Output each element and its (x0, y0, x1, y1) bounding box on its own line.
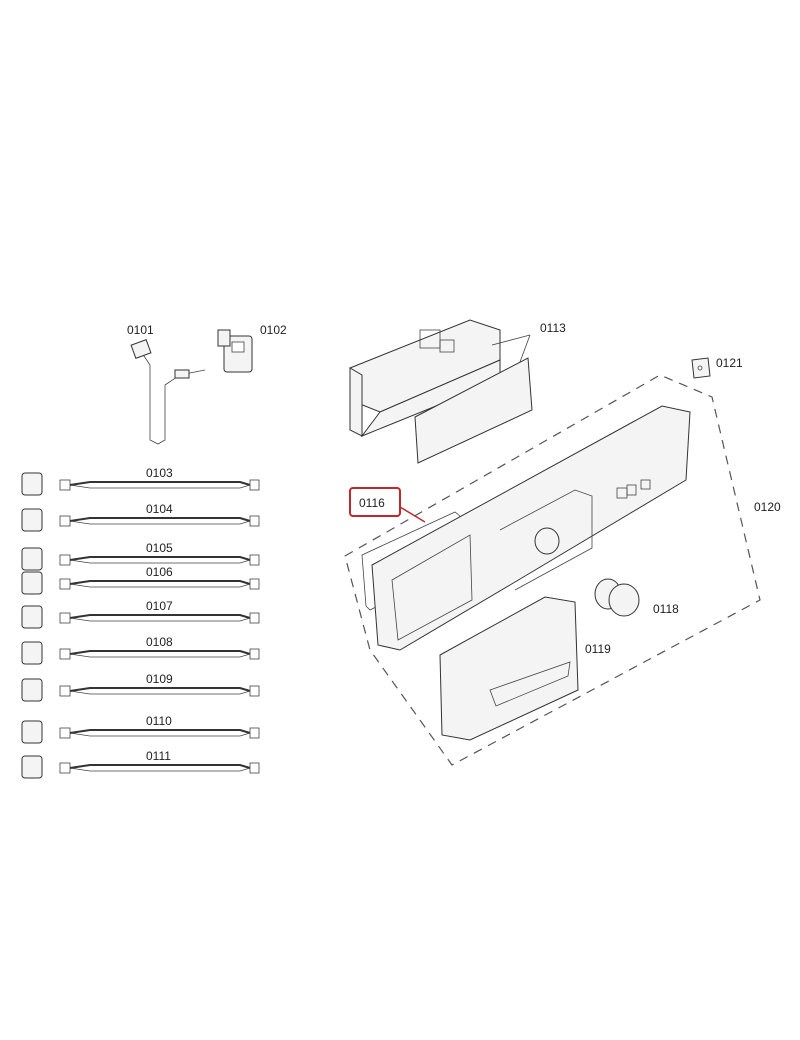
wire-harness-0111[interactable] (69, 764, 251, 769)
wire-strand-0106 (69, 583, 251, 588)
wire-harness-0105[interactable] (69, 556, 251, 561)
wire-harness-0107[interactable] (69, 614, 251, 619)
wire-strand-0103 (69, 484, 251, 489)
part-label-0103: 0103 (146, 466, 173, 480)
wire-harness-0106[interactable] (69, 580, 251, 585)
bracket-part[interactable] (691, 357, 711, 379)
part-label-0116: 0116 (359, 496, 385, 510)
connector-right-0104 (249, 515, 260, 527)
part-label-0106: 0106 (146, 565, 173, 579)
control-module-part[interactable] (349, 319, 533, 464)
part-label-0104: 0104 (146, 502, 173, 516)
component-0109[interactable] (21, 678, 43, 702)
wire-strand-0107 (69, 617, 251, 622)
part-label-0111: 0111 (146, 749, 171, 763)
wire-strand-0111 (69, 767, 251, 772)
part-label-0110: 0110 (146, 714, 172, 728)
knob-part[interactable] (594, 578, 640, 617)
interference-filter-part[interactable] (217, 329, 253, 373)
part-label-0120: 0120 (754, 500, 781, 514)
leader-line-0116 (399, 506, 426, 523)
component-0104[interactable] (21, 508, 43, 532)
connector-right-0106 (249, 578, 260, 590)
component-0110[interactable] (21, 720, 43, 744)
component-0103[interactable] (21, 472, 43, 496)
connector-left-0111 (59, 762, 71, 774)
connector-left-0108 (59, 648, 71, 660)
connector-left-0105 (59, 554, 71, 566)
part-label-0101: 0101 (127, 323, 154, 337)
wire-harness-0109[interactable] (69, 687, 251, 692)
wire-strand-0105 (69, 559, 251, 564)
connector-left-0106 (59, 578, 71, 590)
connector-left-0109 (59, 685, 71, 697)
connector-right-0110 (249, 727, 260, 739)
wire-harness-0110[interactable] (69, 729, 251, 734)
part-label-0113: 0113 (540, 321, 566, 335)
wire-strand-0104 (69, 520, 251, 525)
component-0111[interactable] (21, 755, 43, 779)
part-label-0102: 0102 (260, 323, 287, 337)
power-cord-part[interactable] (130, 339, 206, 445)
connector-right-0111 (249, 762, 260, 774)
connector-left-0104 (59, 515, 71, 527)
part-label-0109: 0109 (146, 672, 173, 686)
wire-harness-0104[interactable] (69, 517, 251, 522)
part-label-0118: 0118 (653, 602, 679, 616)
assembly-outline-0120 (344, 374, 761, 766)
connector-right-0107 (249, 612, 260, 624)
part-label-0105: 0105 (146, 541, 173, 555)
wire-harness-0108[interactable] (69, 650, 251, 655)
component-0106[interactable] (21, 571, 43, 595)
control-panel-part[interactable] (371, 405, 691, 651)
highlight-box-0116 (349, 487, 401, 517)
connector-right-0105 (249, 554, 260, 566)
connector-left-0103 (59, 479, 71, 491)
connector-right-0109 (249, 685, 260, 697)
part-label-0107: 0107 (146, 599, 173, 613)
drawer-handle-part[interactable] (439, 596, 579, 741)
component-0108[interactable] (21, 641, 43, 665)
component-0107[interactable] (21, 605, 43, 629)
connector-right-0103 (249, 479, 260, 491)
connector-left-0110 (59, 727, 71, 739)
wire-strand-0110 (69, 732, 251, 737)
part-label-0121: 0121 (716, 356, 743, 370)
wire-strand-0108 (69, 653, 251, 658)
wire-strand-0109 (69, 690, 251, 695)
wire-harness-0103[interactable] (69, 481, 251, 486)
connector-left-0107 (59, 612, 71, 624)
component-0105[interactable] (21, 547, 43, 571)
part-label-0119: 0119 (585, 642, 611, 656)
connector-right-0108 (249, 648, 260, 660)
part-label-0108: 0108 (146, 635, 173, 649)
